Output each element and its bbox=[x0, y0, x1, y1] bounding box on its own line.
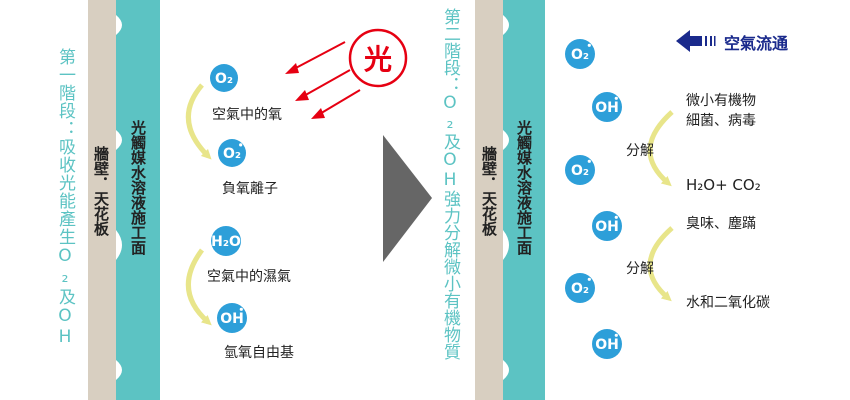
stage2-title: 第二階段：O₂及OH強力分解微小有機物質 bbox=[440, 8, 460, 360]
reaction-input-secondary: 細菌、病毒 bbox=[686, 113, 756, 129]
description-negative-oxygen-ion: 負氧離子 bbox=[222, 181, 278, 197]
wall-layer bbox=[88, 0, 116, 400]
molecule-circle bbox=[592, 211, 622, 241]
stage2-wall bbox=[475, 0, 545, 400]
stage1-wall bbox=[88, 0, 160, 400]
decomposition-arrow bbox=[647, 226, 674, 302]
reaction-output: 水和二氧化碳 bbox=[686, 295, 770, 311]
description-hydroxyl-radical: 氫氧自由基 bbox=[224, 345, 294, 361]
molecule-circle bbox=[592, 329, 622, 359]
molecule-negative-oxygen-ion: O₂ bbox=[565, 39, 595, 69]
light-symbol: 光 bbox=[285, 28, 408, 119]
molecule-hydroxyl: OH bbox=[592, 211, 622, 241]
charge-dot bbox=[239, 143, 243, 147]
charge-dot bbox=[239, 307, 243, 311]
reaction-input: 微小有機物 bbox=[686, 93, 756, 109]
stage2-surface-label: 光觸媒水溶液施工面 bbox=[515, 120, 533, 255]
molecule-label: O₂ bbox=[215, 71, 233, 87]
airflow-arrow-icon bbox=[676, 30, 702, 52]
charge-dot bbox=[614, 215, 618, 219]
molecule-circle bbox=[217, 303, 247, 333]
stage-transition-arrow bbox=[383, 135, 432, 262]
light-ray-head bbox=[295, 90, 309, 101]
molecule-layer: O₂ O₂ H₂O OH O₂ OH O₂ OH O₂ OH bbox=[210, 39, 622, 359]
conversion-arrow bbox=[186, 248, 212, 326]
reaction-action: 分解 bbox=[626, 143, 654, 159]
molecule-label: O₂ bbox=[571, 281, 589, 297]
stage1-wall-label: 牆壁．天花板 bbox=[92, 146, 110, 236]
charge-dot bbox=[587, 277, 591, 281]
coating-layer bbox=[116, 0, 160, 400]
description-oxygen: 空氣中的氧 bbox=[212, 107, 282, 123]
molecule-label: OH bbox=[220, 311, 244, 327]
charge-dot bbox=[614, 333, 618, 337]
molecule-hydroxyl: OH bbox=[217, 303, 247, 333]
charge-dot bbox=[587, 43, 591, 47]
light-circle bbox=[348, 28, 408, 88]
light-label: 光 bbox=[363, 43, 392, 76]
molecule-oxygen: O₂ bbox=[210, 64, 238, 92]
molecule-label: OH bbox=[595, 100, 619, 116]
molecule-circle bbox=[565, 273, 595, 303]
light-rays bbox=[291, 41, 361, 116]
charge-dot bbox=[614, 96, 618, 100]
molecule-label: O₂ bbox=[223, 146, 241, 162]
molecule-hydroxyl: OH bbox=[592, 92, 622, 122]
airflow-label: 空氣流通 bbox=[724, 34, 789, 53]
stage2-wall-label: 牆壁．天花板 bbox=[480, 146, 498, 236]
airflow-indicator bbox=[676, 30, 716, 52]
reaction-action: 分解 bbox=[626, 261, 654, 277]
molecule-label: OH bbox=[595, 337, 619, 353]
description-humidity: 空氣中的濕氣 bbox=[207, 269, 291, 285]
molecule-label: O₂ bbox=[571, 163, 589, 179]
molecule-label: O₂ bbox=[571, 47, 589, 63]
molecule-negative-oxygen-ion: O₂ bbox=[218, 139, 246, 167]
molecule-circle bbox=[565, 39, 595, 69]
molecule-circle bbox=[592, 92, 622, 122]
molecule-hydroxyl: OH bbox=[592, 329, 622, 359]
charge-dot bbox=[587, 159, 591, 163]
molecule-circle bbox=[211, 226, 241, 256]
decomposition-arrow bbox=[647, 110, 674, 187]
light-ray-head bbox=[311, 108, 325, 119]
wall-layer bbox=[475, 0, 503, 400]
molecule-circle bbox=[565, 155, 595, 185]
stage1-title: 第一階段：吸收光能產生O₂及OH bbox=[55, 48, 75, 348]
coating-layer bbox=[503, 0, 545, 400]
light-ray-head bbox=[285, 63, 299, 74]
molecule-negative-oxygen-ion: O₂ bbox=[565, 155, 595, 185]
molecule-circle bbox=[210, 64, 238, 92]
conversion-arrow bbox=[186, 83, 212, 160]
molecule-circle bbox=[218, 139, 246, 167]
stage1-surface-label: 光觸媒水溶液施工面 bbox=[129, 120, 147, 255]
molecule-water: H₂O bbox=[211, 226, 241, 256]
reaction-output: H₂O+ CO₂ bbox=[686, 176, 761, 194]
molecule-label: OH bbox=[595, 219, 619, 235]
reaction-input: 臭味、塵蹣 bbox=[686, 216, 756, 232]
molecule-negative-oxygen-ion: O₂ bbox=[565, 273, 595, 303]
molecule-label: H₂O bbox=[211, 234, 241, 250]
